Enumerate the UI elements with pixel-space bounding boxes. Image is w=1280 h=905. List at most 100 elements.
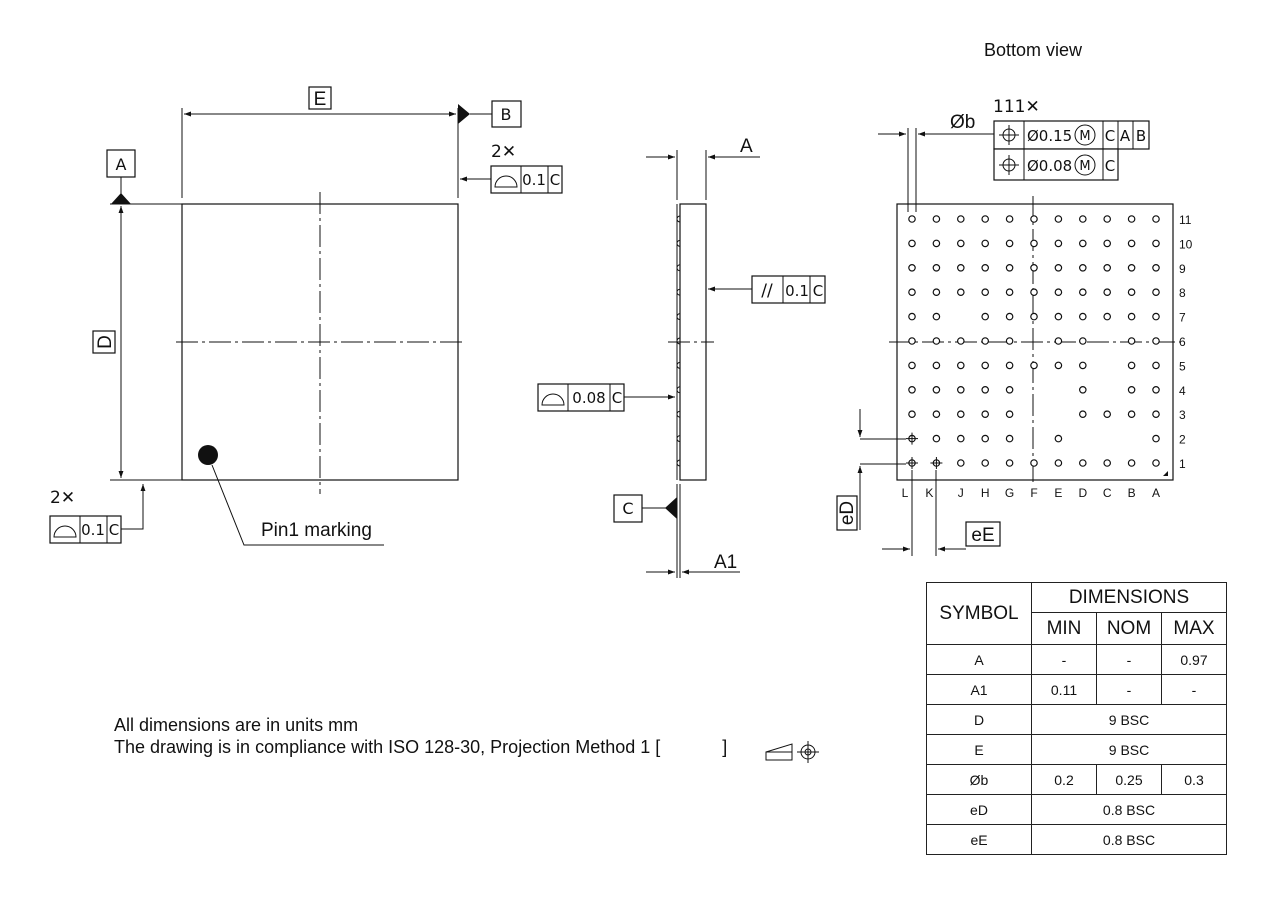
ball-L7	[908, 312, 916, 321]
pin1-leader	[211, 464, 384, 546]
datum-b-label: B	[501, 105, 512, 124]
ball-D8	[1079, 288, 1087, 297]
mmc-circle-icon	[1074, 154, 1096, 176]
side-ball	[676, 313, 681, 321]
ob-dimension-label: Øb	[950, 112, 975, 133]
value-cell: 9 BSC	[1031, 704, 1227, 735]
max-cell: 0.97	[1161, 644, 1227, 675]
ball-F1	[1030, 459, 1038, 467]
col-label: J	[958, 486, 964, 500]
min-header: MIN	[1031, 612, 1097, 645]
svg-text:M: M	[1079, 129, 1090, 144]
ball-L4	[908, 385, 916, 394]
ball-K3	[932, 410, 941, 419]
ball-J11	[956, 215, 965, 223]
pin1-label: Pin1 marking	[261, 520, 372, 541]
ball-C8	[1103, 288, 1112, 297]
ball-H2	[981, 434, 990, 443]
drawing-notes: All dimensions are in units mm The drawi…	[114, 714, 727, 758]
note-units: All dimensions are in units mm	[114, 715, 359, 735]
ball-H9	[981, 263, 990, 272]
side-ball	[676, 239, 681, 247]
symbol-header: SYMBOL	[926, 582, 1032, 645]
ball-H6	[981, 337, 990, 345]
ball-D5	[1079, 361, 1087, 370]
ball-H3	[981, 410, 990, 419]
ball-A2	[1152, 434, 1160, 443]
row-label: 7	[1179, 311, 1186, 325]
row-label: 6	[1179, 335, 1186, 349]
ball-J4	[956, 385, 965, 394]
ball-C1	[1103, 459, 1112, 467]
ball-grid	[906, 215, 1160, 469]
ball-K2	[932, 434, 941, 443]
ball-L10	[908, 239, 916, 248]
symbol-cell: eD	[926, 794, 1032, 825]
svg-text:0.1: 0.1	[785, 282, 809, 300]
pin1-marking-dot	[198, 445, 218, 465]
nom-cell: -	[1096, 674, 1162, 705]
row-label: 3	[1179, 408, 1186, 422]
max-header: MAX	[1161, 612, 1227, 645]
side-ball	[676, 435, 681, 443]
ball-B9	[1127, 263, 1136, 272]
ball-A3	[1152, 410, 1160, 419]
side-ball	[676, 361, 681, 369]
d-dimension-label: D	[95, 335, 116, 349]
col-label: F	[1030, 486, 1037, 500]
ball-C9	[1103, 263, 1112, 272]
ball-count-label: 111✕	[993, 97, 1040, 117]
col-label: C	[1103, 486, 1112, 500]
side-ball	[676, 288, 681, 296]
datum-a-triangle	[111, 193, 131, 204]
ball-J10	[956, 239, 965, 248]
ball-K8	[932, 288, 941, 297]
value-cell: 0.8 BSC	[1031, 824, 1227, 855]
svg-text:0.1: 0.1	[522, 171, 546, 189]
a-dimension-label: A	[740, 136, 753, 157]
ball-D9	[1079, 263, 1087, 272]
ball-E10	[1054, 239, 1063, 248]
row-label: 8	[1179, 286, 1186, 300]
ball-K7	[932, 312, 941, 321]
side-ball	[676, 410, 681, 418]
row-label: 4	[1179, 384, 1186, 398]
svg-text:Ø0.08: Ø0.08	[1027, 157, 1072, 175]
fcf-top-count: 2✕	[491, 142, 516, 162]
mmc-circle-icon	[1074, 124, 1096, 146]
ball-K5	[932, 361, 941, 370]
ball-L5	[908, 361, 916, 370]
side-ball	[676, 386, 681, 394]
col-label: E	[1054, 486, 1062, 500]
ball-B5	[1127, 361, 1136, 370]
ball-G10	[1005, 239, 1014, 248]
ball-D10	[1079, 239, 1087, 248]
symbol-cell: E	[926, 734, 1032, 765]
ball-D7	[1079, 312, 1087, 321]
ball-B1	[1127, 459, 1136, 467]
symbol-cell: Øb	[926, 764, 1032, 795]
svg-text:0.08: 0.08	[572, 389, 605, 407]
ball-C3	[1103, 410, 1112, 419]
parallelism-symbol-icon: //	[761, 281, 773, 301]
nom-cell: 0.25	[1096, 764, 1162, 795]
ball-F11	[1030, 215, 1038, 223]
symbol-cell: D	[926, 704, 1032, 735]
ee-dimension-label: eE	[971, 525, 994, 546]
ball-H4	[981, 385, 990, 394]
ball-A6	[1152, 337, 1160, 345]
svg-text:C: C	[1105, 157, 1115, 175]
col-label: L	[902, 486, 909, 500]
ball-G6	[1005, 337, 1014, 345]
svg-text:0.1: 0.1	[81, 521, 105, 539]
projection-method-icon	[765, 741, 819, 763]
svg-text:Ø0.15: Ø0.15	[1027, 127, 1072, 145]
